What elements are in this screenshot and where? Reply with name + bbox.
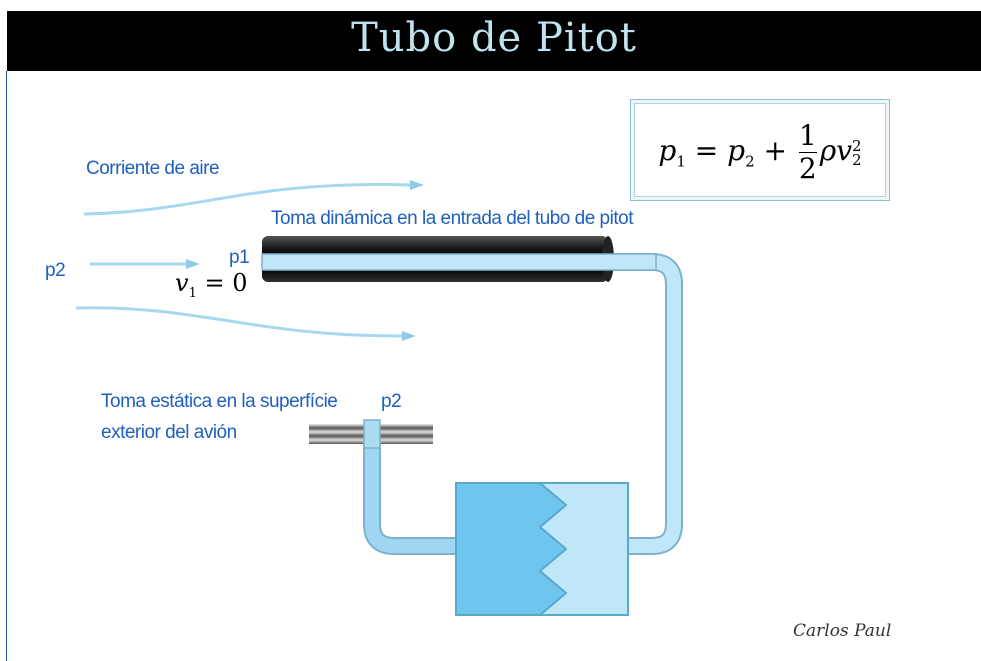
airflow-arrowhead-top — [410, 180, 424, 190]
eq-fraction: 1 2 — [798, 119, 817, 185]
p2-left-label: p2 — [45, 260, 66, 281]
p2-static-label: p2 — [381, 391, 402, 412]
airflow-arrow-top — [83, 183, 411, 216]
page-title: Tubo de Pitot — [351, 15, 637, 61]
eq-plus: + — [763, 134, 788, 167]
eq-equals: = — [694, 134, 719, 167]
v1-sub: 1 — [188, 285, 197, 301]
eq-lhs-var: p — [658, 134, 677, 167]
eq-rhs-sub: 2 — [745, 152, 755, 171]
eq-v: v — [836, 134, 853, 167]
v1-equation: v1 = 0 — [175, 269, 248, 301]
airflow-arrowhead-bottom — [402, 331, 416, 341]
airflow-arrowhead-middle — [186, 259, 200, 269]
eq-rhs-var: p — [727, 134, 746, 167]
slide-left-border — [6, 71, 7, 661]
diaphragm — [539, 482, 629, 616]
dynamic-port-label: Toma dinámica en la entrada del tubo de … — [271, 208, 633, 229]
author-signature: Carlos Paul — [793, 621, 892, 641]
eq-v-sup: 2 — [852, 136, 862, 155]
static-port-label-line2: exterior del avión — [101, 422, 237, 443]
title-bar: Tubo de Pitot — [7, 11, 981, 71]
eq-lhs-sub: 1 — [676, 152, 686, 171]
static-port — [309, 419, 433, 449]
p1-label: p1 — [229, 247, 250, 268]
eq-frac-num: 1 — [798, 119, 817, 153]
static-port-label-line1: Toma estática en la superfície — [101, 391, 338, 412]
airflow-arrows — [75, 180, 424, 341]
eq-frac-den: 2 — [798, 152, 817, 185]
pressure-gauge — [455, 482, 629, 616]
airflow-label: Corriente de aire — [86, 158, 220, 179]
pitot-tube — [261, 236, 657, 282]
airflow-arrow-bottom — [75, 306, 403, 338]
eq-v-sub: 2 — [852, 150, 862, 169]
v1-rest: = 0 — [204, 269, 248, 297]
v1-var: v — [175, 269, 189, 297]
eq-rho: ρ — [819, 134, 837, 167]
